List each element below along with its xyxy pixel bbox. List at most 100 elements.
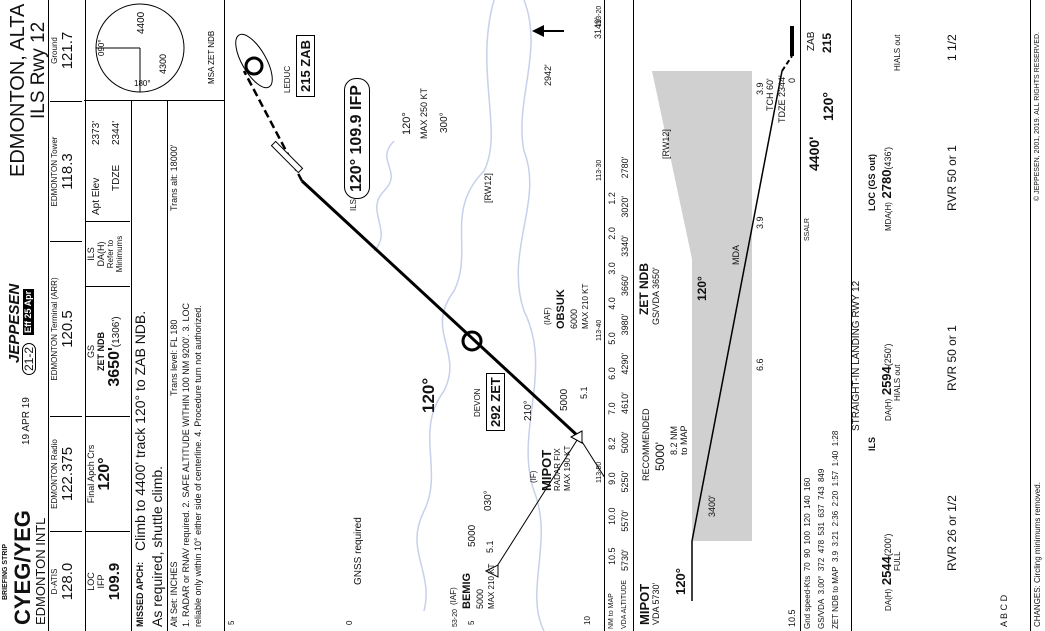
ils-label: ILS [867,436,877,451]
airport-ident: CYEG/YEG [10,510,35,625]
scale-5b: 5 [227,620,236,625]
da-box: ILS DA(H) Refer to Minimums [86,221,130,286]
devon-name: DEVON [473,388,482,417]
missed-alt: 4400' [806,136,822,171]
obsuk-course: 210° [523,400,534,421]
profile-mipot-vda: VDA 5730' [651,582,661,625]
dist-0: 0 [787,77,797,83]
elevation-2: 2942' [543,64,553,86]
gs-time-row: ZET NDB to MAP 3.9 3:21 2:36 2:20 1:57 1… [831,430,840,629]
devon-ndb-symbol [461,330,483,352]
glide-path [691,70,783,542]
bemig-name: BEMIG [461,572,473,609]
mipot-speed: MAX 190 KT [563,445,572,491]
recommended: RECOMMENDED [641,408,651,481]
bemig-iaf: (IAF) [449,587,458,605]
recommended-alt: 5000' [653,442,667,471]
vda-table: NM to MAP VDA ALTITUDE 10.5 10.0 9.0 8.2… [604,0,634,631]
loc-title: LOC (GS out) [867,154,877,211]
zab-ndb-symbol [244,56,264,76]
ils-da: DA(H) 2544(200') [879,533,894,612]
svg-text:4400: 4400 [136,11,147,34]
gs-vda: GS/VDA 3650' [651,267,661,325]
msa-box: 180° 090° 4400 4300 MSA ZET NDB [84,0,225,101]
mipot-if: (IF) [529,470,538,483]
longitude-4: 113-20 [596,5,603,27]
gnss-note: GNSS required [353,517,364,585]
obsuk-alt: 6000 [569,308,579,329]
hold-outbound: 300° [439,112,450,133]
missed-track [242,70,304,182]
profile-mipot: MIPOT [637,583,652,625]
bemig-leg-dist: 5.1 [485,540,495,553]
final-track [300,179,581,439]
scale-10: 10 [583,616,592,625]
runway-profile [790,26,794,56]
bemig-route [578,436,604,572]
gs-header-row: Gnd speed-Kts 70 90 100 120 140 160 [803,477,812,629]
profile-dist: 8.2 NM [669,425,679,455]
river-2 [517,0,545,631]
profile-course-2: 120° [695,276,709,301]
plan-map [235,0,604,631]
chart-number: 21-2 [22,342,36,375]
profile-shade [692,71,752,541]
obsuk-route [493,436,580,572]
missed-freq: 215 [820,32,834,53]
obsuk-leg-dist: 5.1 [579,386,589,399]
north-arrow-head [532,25,544,37]
longitude-3: 113-30 [596,159,603,181]
mda-label: MDA [731,245,741,265]
obsuk-speed: MAX 210 KT [581,283,590,329]
rvr-1: RVR 26 or 1/2 [945,495,959,571]
profile-svg [652,26,794,601]
full-label: FULL [893,551,902,571]
hials-out: HIALS out [893,364,902,401]
plan-view: 3149' 2942' 120° 109.9 IFP ILS LEDUC 215… [224,0,604,631]
bemig-alt: 5000 [475,588,485,609]
longitude-2: 113-40 [596,319,603,341]
obsuk-leg-alt: 5000 [559,388,570,411]
ils-id: ILS [349,198,358,211]
svg-text:090°: 090° [97,39,106,56]
mipot-radar: RADAR FIX [553,448,562,491]
final-course-label: 120° [419,377,438,413]
minimums: STRAIGHT-IN LANDING RWY 12 ILS FULL DA(H… [850,0,1030,631]
footer: CHANGES: Circling minimums removed. © JE… [1030,0,1045,631]
missed-fix: ZAB [806,31,817,51]
hold-course: 120° [401,112,413,135]
gs-table: Gnd speed-Kts 70 90 100 120 140 160 GS/V… [800,0,852,631]
runway-label: [RW12] [483,173,493,203]
dist-3-9b: 3.9 [755,82,765,95]
obsuk-fix [484,564,499,578]
dist-10-5: 10.5 [787,609,797,627]
tch: TCH 60' [765,78,775,111]
bemig-speed: MAX 210 KT [487,563,496,609]
nm-row: 10.5 10.0 9.0 8.2 7.0 6.0 5.0 4.0 3.0 2.… [607,192,617,565]
mipot-fix [569,430,583,444]
bemig-course: 030° [483,490,494,511]
vis-4: 1 1/2 [945,34,959,61]
scale-0: 0 [345,620,354,625]
city-name: EDMONTON, ALTA [7,3,29,177]
profile-course-in: 120° [673,568,688,595]
ils-freq-box: 120° 109.9 IFP [344,78,370,199]
tdze-profile: TDZE 2344' [777,75,787,123]
copyright: © JEPPESEN, 2001, 2019. ALL RIGHTS RESER… [1034,32,1041,201]
alt-row: 5730' 5570' 5250' 5000' 4610' 4290' 3980… [620,156,630,571]
loc-box: LOC IFP 109.9 [86,531,130,631]
dist-6-6: 6.6 [755,358,765,371]
mipot-name: MIPOT [539,449,554,491]
river [416,0,495,612]
gs-da: DA(H) 2594(250') [879,343,894,422]
gs-vda-row: GS/VDA 3.00° 372 478 531 637 743 849 [817,468,826,629]
profile-runway: [RW12] [661,129,671,159]
missed-climb [781,55,793,72]
latitude: 53-20 [452,609,459,627]
cat-row: A B C D [999,594,1009,627]
final-course-box: Final Apch Crs 120° [86,416,130,531]
rvr-3: RVR 50 or 1 [945,145,959,211]
